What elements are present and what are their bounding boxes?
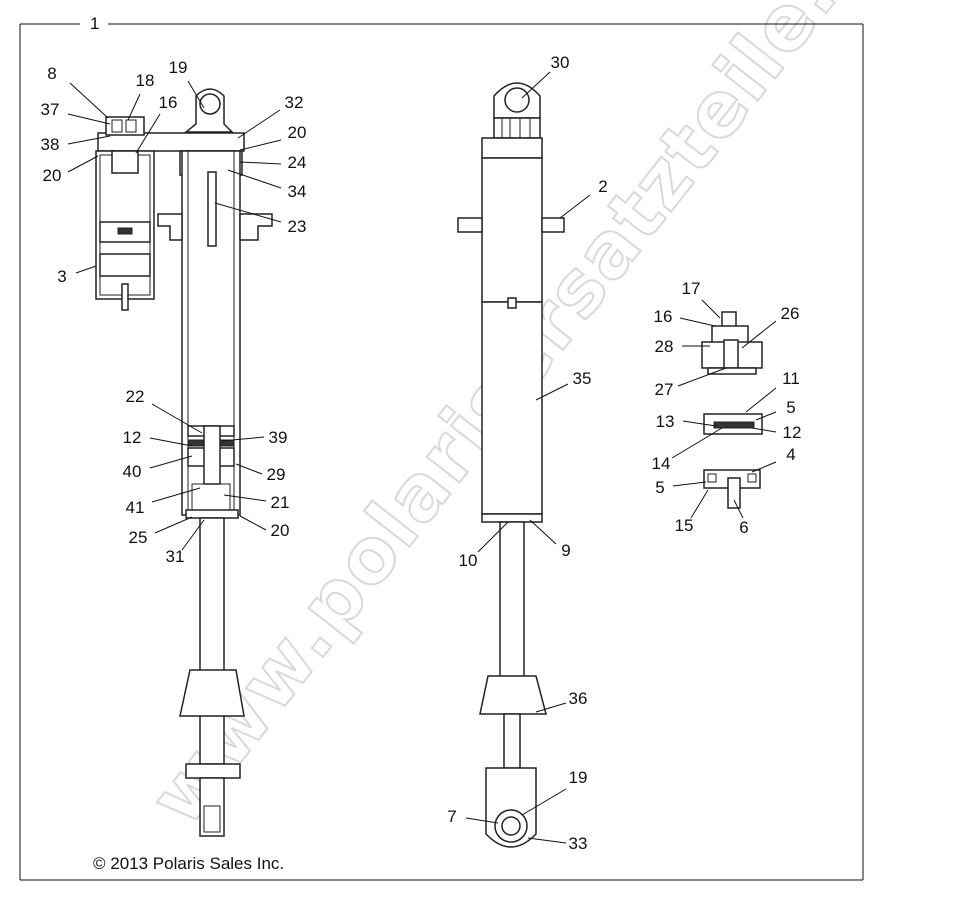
callout-c-26: 26 [781,304,800,323]
leader-line-c-8 [69,82,109,119]
leader-line-c-6 [733,499,744,519]
leader-line-c-16-left [135,113,161,154]
leader-line-c-10 [477,521,509,553]
callout-c-4: 4 [786,445,795,464]
leader-line-c-29 [235,463,263,475]
leader-line-c-34 [227,169,282,189]
callout-c-32: 32 [285,93,304,112]
shock-assembled-view [457,82,565,848]
callout-c-6: 6 [739,518,748,537]
leader-line-c-38 [67,135,111,145]
callout-c-20-c: 20 [271,521,290,540]
leader-line-c-40 [149,455,193,469]
leader-line-c-27 [677,367,727,387]
leader-line-c-13 [682,420,717,427]
leader-line-c-26 [741,320,777,349]
leader-line-c-25 [154,516,193,534]
copyright-text: © 2013 Polaris Sales Inc. [93,854,284,873]
leader-line-c-21 [223,494,267,502]
callout-c-36: 36 [569,689,588,708]
leader-line-c-16-right [679,317,716,327]
callout-c-27: 27 [655,380,674,399]
leader-line-c-17 [701,299,721,319]
callout-c-28: 28 [655,337,674,356]
leader-line-c-7 [465,817,499,824]
callout-c-13: 13 [656,412,675,431]
callout-c-30: 30 [551,53,570,72]
callout-c-9: 9 [561,541,570,560]
leader-line-c-5-bot [672,481,707,487]
callout-c-12-left: 12 [123,428,142,447]
leader-line-c-12-right [751,427,777,433]
callout-c-34: 34 [288,182,307,201]
leader-line-c-12-left [149,437,193,447]
leader-line-c-20-b [239,139,282,151]
callout-c-5-bot: 5 [655,478,664,497]
callout-c-20-b: 20 [288,123,307,142]
frame-label: 1 [90,14,99,33]
callout-c-23: 23 [288,217,307,236]
reservoir-exploded-view [701,311,763,509]
callout-c-12-right: 12 [783,423,802,442]
leader-line-c-19-bot [521,788,567,816]
leader-line-c-5-top [755,411,777,421]
callout-c-24: 24 [288,153,307,172]
leader-line-c-20-c [239,515,267,531]
callout-c-31: 31 [166,547,185,566]
leader-line-c-37 [67,113,111,125]
leader-line-c-4 [751,461,777,473]
callout-c-19-bot: 19 [569,768,588,787]
leader-line-c-35 [535,383,569,401]
leader-line-c-30 [521,71,551,99]
callout-c-41: 41 [126,498,145,517]
callout-c-16-right: 16 [654,307,673,326]
callout-c-35: 35 [573,369,592,388]
callout-c-11: 11 [782,369,800,388]
callout-c-15: 15 [675,516,694,535]
leader-line-c-20-a [67,155,99,173]
callout-c-37: 37 [41,100,60,119]
callout-c-2: 2 [598,177,607,196]
leader-line-c-24 [239,161,282,165]
leader-line-c-23 [214,202,282,223]
leader-line-c-41 [151,487,201,503]
callout-c-17: 17 [682,279,701,298]
callout-c-29: 29 [267,465,286,484]
leader-line-c-32 [237,109,281,139]
callout-c-18: 18 [136,71,155,90]
callout-c-7: 7 [447,807,456,826]
callout-c-5-top: 5 [786,398,795,417]
callout-c-38: 38 [41,135,60,154]
callout-c-3: 3 [57,267,66,286]
leader-line-c-39 [221,436,265,442]
callout-c-8: 8 [47,64,56,83]
callout-c-16-left: 16 [159,93,178,112]
leader-line-c-14 [671,427,723,459]
callout-c-22: 22 [126,387,145,406]
leader-line-c-33 [527,837,567,844]
leader-line-c-36 [535,702,567,713]
leader-line-c-3 [75,265,97,274]
callout-c-25: 25 [129,528,148,547]
callout-c-40: 40 [123,462,142,481]
callout-c-19-top: 19 [169,58,188,77]
leader-line-c-19-top [187,80,205,109]
leader-line-c-31 [181,519,205,551]
leader-line-c-15 [690,489,709,519]
leader-line-c-22 [151,403,203,434]
leader-line-c-9 [529,519,557,545]
callout-c-10: 10 [459,551,478,570]
leader-line-c-18 [127,93,141,121]
shock-cutaway-view [95,88,273,837]
diagram-frame: 1 [19,14,864,881]
callout-c-39: 39 [269,428,288,447]
callout-c-33: 33 [569,834,588,853]
leader-line-c-2 [559,194,591,219]
callout-c-14: 14 [652,454,671,473]
leader-line-c-11 [745,387,777,413]
callout-c-21: 21 [271,493,290,512]
callout-c-20-a: 20 [43,166,62,185]
